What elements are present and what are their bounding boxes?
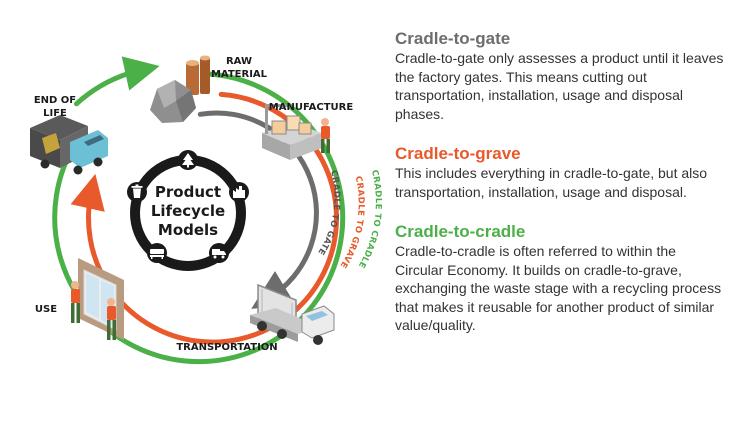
stage-raw-material-line2: MATERIAL bbox=[211, 69, 268, 80]
stage-use: USE bbox=[35, 304, 57, 315]
trash-icon bbox=[127, 182, 147, 202]
end-of-life-illustration bbox=[30, 115, 108, 175]
factory-icon bbox=[229, 182, 249, 202]
section-cradle-to-grave: Cradle-to-grave This includes everything… bbox=[395, 143, 725, 201]
stage-end-of-life-line2: LIFE bbox=[43, 108, 67, 119]
section-cradle-to-gate: Cradle-to-gate Cradle-to-gate only asses… bbox=[395, 28, 725, 123]
manufacture-illustration bbox=[262, 104, 330, 160]
center-title-line1: Product bbox=[155, 183, 221, 201]
center-title-line3: Models bbox=[158, 221, 218, 239]
section-title: Cradle-to-gate bbox=[395, 29, 511, 48]
product-lifecycle-ring: Product Lifecycle Models bbox=[127, 150, 249, 271]
stage-transportation: TRANSPORTATION bbox=[176, 342, 277, 353]
models-description-panel: Cradle-to-gate Cradle-to-gate only asses… bbox=[395, 28, 725, 355]
transportation-illustration bbox=[250, 283, 335, 345]
cradle-to-gate-label: CRADLE TO GATE bbox=[315, 169, 341, 256]
cradle-to-gate-arc bbox=[197, 110, 319, 309]
stage-manufacture: MANUFACTURE bbox=[269, 102, 354, 113]
raw-material-illustration bbox=[150, 55, 210, 123]
section-title: Cradle-to-cradle bbox=[395, 222, 526, 241]
section-body: Cradle-to-gate only assesses a product u… bbox=[395, 50, 724, 122]
stage-end-of-life-line1: END OF bbox=[34, 95, 76, 106]
tree-icon bbox=[178, 150, 198, 170]
sofa-icon bbox=[147, 243, 167, 263]
truck-icon bbox=[209, 243, 229, 263]
section-title: Cradle-to-grave bbox=[395, 144, 521, 163]
section-cradle-to-cradle: Cradle-to-cradle Cradle-to-cradle is oft… bbox=[395, 221, 725, 335]
use-illustration bbox=[71, 258, 124, 340]
lifecycle-diagram: CRADLE TO GATE CRADLE TO GRAVE CRADLE TO… bbox=[30, 55, 383, 365]
section-body: This includes everything in cradle-to-ga… bbox=[395, 165, 708, 200]
stage-raw-material-line1: RAW bbox=[226, 56, 252, 67]
section-body: Cradle-to-cradle is often referred to wi… bbox=[395, 243, 722, 333]
center-title-line2: Lifecycle bbox=[151, 202, 225, 220]
